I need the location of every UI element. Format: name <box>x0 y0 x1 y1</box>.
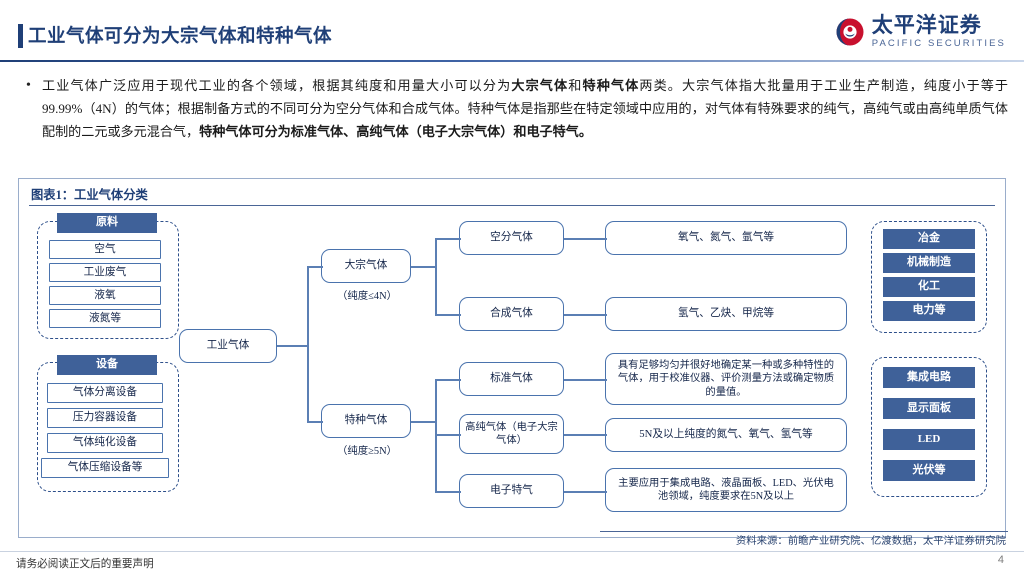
diagram-canvas: 原料 空气 工业废气 液氧 液氮等 设备 气体分离设备 压力容器设备 气体纯化设… <box>19 207 1005 537</box>
connector-to-specialty <box>307 421 323 423</box>
category-node-high-purity-gas[interactable]: 高纯气体（电子大宗气体） <box>459 414 564 454</box>
bullet-marker: • <box>26 78 31 93</box>
footer-divider <box>0 551 1024 552</box>
figure-source: 资料来源：前瞻产业研究院、亿渡数据，太平洋证券研究院 <box>735 536 1006 547</box>
specialty-applications-group-outline <box>871 357 987 497</box>
title-accent-bar <box>18 24 23 48</box>
connector-to-bulk <box>307 266 323 268</box>
detail-box-air-separation-gas: 氧气、氮气、氩气等 <box>605 221 847 255</box>
category-node-air-separation-gas[interactable]: 空分气体 <box>459 221 564 255</box>
equipment-item-2[interactable]: 气体纯化设备 <box>47 433 163 453</box>
detail-box-electronic-specialty-gas: 主要应用于集成电路、液晶面板、LED、光伏电池领域，纯度要求在5N及以上 <box>605 468 847 512</box>
connector-bulk-right <box>411 266 437 268</box>
body-paragraph: 工业气体广泛应用于现代工业的各个领域，根据其纯度和用量大小可以分为大宗气体和特种… <box>42 74 1008 144</box>
category-node-electronic-specialty-gas[interactable]: 电子特气 <box>459 474 564 508</box>
specialty-application-3[interactable]: 光伏等 <box>883 460 975 481</box>
bulk-applications-group-outline <box>871 221 987 333</box>
specialty-application-2[interactable]: LED <box>883 429 975 450</box>
detail-box-high-purity-gas: 5N及以上纯度的氮气、氧气、氢气等 <box>605 418 847 452</box>
bulk-application-0[interactable]: 冶金 <box>883 229 975 249</box>
body-bullet-block: • 工业气体广泛应用于现代工业的各个领域，根据其纯度和用量大小可以分为大宗气体和… <box>26 74 1008 144</box>
paragraph-emphasis: 特种气体 <box>582 78 640 93</box>
connector-specialty-to-standard <box>435 379 461 381</box>
connector-specialty-to-high-purity <box>435 434 461 436</box>
equipment-item-1[interactable]: 压力容器设备 <box>47 408 163 428</box>
brand-logo: 太平洋证券 PACIFIC SECURITIES <box>835 12 1006 52</box>
detail-box-synthetic-gas: 氢气、乙炔、甲烷等 <box>605 297 847 331</box>
category-node-synthetic-gas[interactable]: 合成气体 <box>459 297 564 331</box>
equipment-item-3[interactable]: 气体压缩设备等 <box>41 458 169 478</box>
connector-standard-to-detail <box>564 379 607 381</box>
paragraph-emphasis: 特种气体可分为标准气体、高纯气体（电子大宗气体）和电子特气。 <box>199 124 592 140</box>
figure-title: 图表1：工业气体分类 <box>31 188 148 202</box>
paragraph-run: 两类。大宗气体指大批量用于工业生产制造，纯度小于等于99.99%（4N）的气体；… <box>42 78 1009 140</box>
connector-electronic-to-detail <box>564 491 607 493</box>
source-divider <box>600 531 1008 532</box>
paragraph-run: 工业气体广泛应用于现代工业的各个领域，根据其纯度和用量大小可以分为 <box>42 78 512 93</box>
raw-materials-item-0[interactable]: 空气 <box>49 240 161 259</box>
branch-sublabel-bulk-gas: （纯度≤4N） <box>337 291 397 302</box>
connector-synthetic-to-detail <box>564 314 607 316</box>
paragraph-emphasis: 大宗气体 <box>511 78 569 93</box>
detail-box-standard-gas: 具有足够均匀并很好地确定某一种或多种特性的气体，用于校准仪器、评价测量方法或确定… <box>605 353 847 405</box>
connector-bulk-to-synthetic <box>435 314 461 316</box>
connector-specialty-to-electronic <box>435 491 461 493</box>
figure-container: 图表1：工业气体分类 原料 空气 工业废气 液氧 液氮等 设备 气体分离设备 压… <box>18 178 1006 538</box>
connector-bulk-to-air-separation <box>435 238 461 240</box>
branch-sublabel-specialty-gas: （纯度≥5N） <box>337 446 397 457</box>
connector-root-right <box>277 345 309 347</box>
category-node-standard-gas[interactable]: 标准气体 <box>459 362 564 396</box>
connector-specialty-right <box>411 421 437 423</box>
paragraph-run: 和 <box>568 78 583 93</box>
connector-high-purity-to-detail <box>564 434 607 436</box>
bulk-application-1[interactable]: 机械制造 <box>883 253 975 273</box>
bulk-application-2[interactable]: 化工 <box>883 277 975 297</box>
equipment-item-0[interactable]: 气体分离设备 <box>47 383 163 403</box>
pacific-securities-logo-icon <box>835 17 865 47</box>
connector-trunk-vertical <box>307 266 309 421</box>
page-number: 4 <box>997 554 1004 566</box>
footer-disclaimer: 请务必阅读正文后的重要声明 <box>16 559 154 570</box>
logo-text-cn: 太平洋证券 <box>871 14 982 38</box>
bulk-application-3[interactable]: 电力等 <box>883 301 975 321</box>
figure-title-divider <box>29 205 995 206</box>
connector-bulk-split-vertical <box>435 238 437 315</box>
root-node-industrial-gas[interactable]: 工业气体 <box>179 329 277 363</box>
raw-materials-item-3[interactable]: 液氮等 <box>49 309 161 328</box>
raw-materials-item-2[interactable]: 液氧 <box>49 286 161 305</box>
page-title: 工业气体可分为大宗气体和特种气体 <box>28 25 333 46</box>
raw-materials-group-header: 原料 <box>57 213 157 233</box>
logo-text-en: PACIFIC SECURITIES <box>871 38 1006 50</box>
connector-air-separation-to-detail <box>564 238 607 240</box>
equipment-group-header: 设备 <box>57 355 157 375</box>
slide-header: 工业气体可分为大宗气体和特种气体 太平洋证券 PACIFIC SECURITIE… <box>0 0 1024 62</box>
branch-node-specialty-gas[interactable]: 特种气体 <box>321 404 411 438</box>
header-divider <box>0 60 1024 62</box>
branch-node-bulk-gas[interactable]: 大宗气体 <box>321 249 411 283</box>
raw-materials-item-1[interactable]: 工业废气 <box>49 263 161 282</box>
specialty-application-0[interactable]: 集成电路 <box>883 367 975 388</box>
specialty-application-1[interactable]: 显示面板 <box>883 398 975 419</box>
